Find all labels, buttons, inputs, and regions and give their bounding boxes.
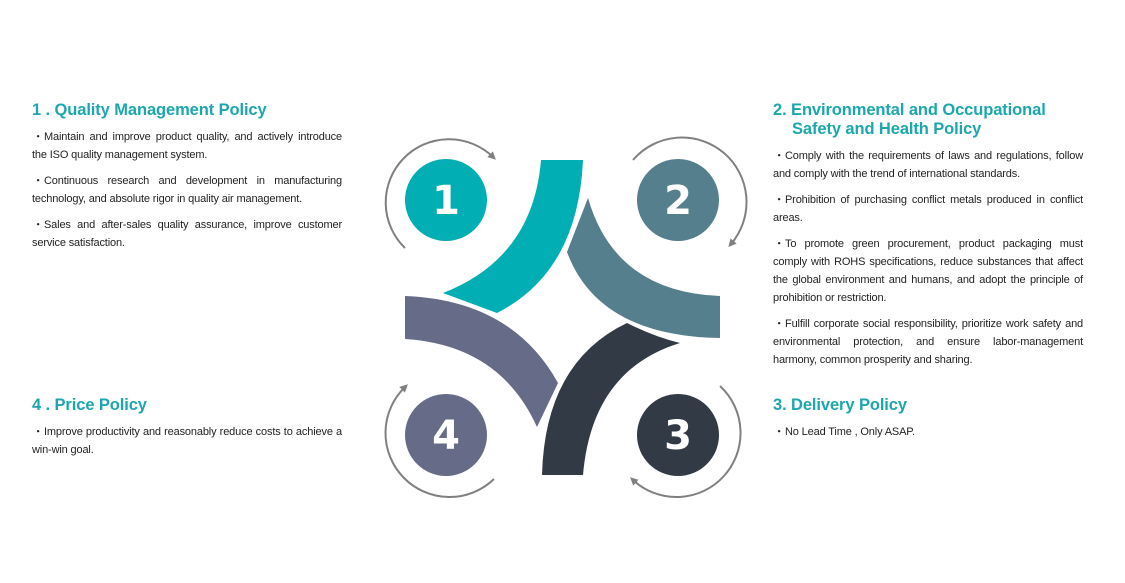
list-item: ・Continuous research and development in … (32, 172, 342, 208)
bullet: ・ (773, 318, 785, 330)
band-1 (443, 160, 583, 313)
item-text: Continuous research and development in m… (32, 175, 342, 205)
step-circle-1 (405, 159, 487, 241)
item-text: Maintain and improve product quality, an… (32, 131, 342, 161)
item-text: Fulfill corporate social responsibility,… (773, 318, 1083, 366)
cycle-arrow-1-icon (384, 138, 496, 249)
item-text: No Lead Time , Only ASAP. (785, 426, 915, 438)
section-delivery: 3. Delivery Policy ・No Lead Time , Only … (773, 396, 1083, 449)
item-text: Improve productivity and reasonably redu… (32, 426, 342, 456)
step-number-1: 1 (432, 178, 460, 224)
list-item: ・Fulfill corporate social responsibility… (773, 315, 1083, 369)
bullet: ・ (32, 219, 44, 231)
step-number-4: 4 (432, 413, 460, 459)
list-item: ・To promote green procurement, product p… (773, 235, 1083, 307)
list-item: ・Comply with the requirements of laws an… (773, 147, 1083, 183)
list-item: ・Maintain and improve product quality, a… (32, 128, 342, 164)
bullet: ・ (32, 426, 44, 438)
step-circle-3 (637, 394, 719, 476)
cycle-arrow-2-icon (632, 136, 748, 248)
item-text: Sales and after-sales quality assurance,… (32, 219, 342, 249)
bullet: ・ (773, 194, 785, 206)
bullet: ・ (32, 175, 44, 187)
list-item: ・Sales and after-sales quality assurance… (32, 216, 342, 252)
bullet: ・ (773, 238, 785, 250)
band-2 (567, 198, 720, 338)
list-item: ・No Lead Time , Only ASAP. (773, 423, 1083, 441)
step-circle-2 (637, 159, 719, 241)
list-item: ・Prohibition of purchasing conflict meta… (773, 191, 1083, 227)
step-number-3: 3 (664, 413, 692, 459)
cycle-arrow-4-icon (384, 384, 495, 498)
section-title: 1 . Quality Management Policy (32, 101, 267, 119)
list-item: ・Improve productivity and reasonably red… (32, 423, 342, 459)
section-title: 4 . Price Policy (32, 396, 147, 414)
section-price: 4 . Price Policy ・Improve productivity a… (32, 396, 342, 467)
item-text: Prohibition of purchasing conflict metal… (773, 194, 1083, 224)
title-line-1: 2. Environmental and Occupational (773, 101, 1046, 119)
bullet: ・ (773, 150, 785, 162)
bullet: ・ (32, 131, 44, 143)
item-text: Comply with the requirements of laws and… (773, 150, 1083, 180)
band-4 (405, 296, 558, 427)
step-circle-4 (405, 394, 487, 476)
section-title: 3. Delivery Policy (773, 396, 907, 414)
band-3 (542, 323, 680, 475)
step-number-2: 2 (664, 178, 692, 224)
section-quality-management: 1 . Quality Management Policy ・Maintain … (32, 101, 342, 260)
item-text: To promote green procurement, product pa… (773, 238, 1083, 304)
cycle-arrow-3-icon (630, 385, 742, 498)
title-line-2: Safety and Health Policy (792, 120, 982, 138)
bullet: ・ (773, 426, 785, 438)
